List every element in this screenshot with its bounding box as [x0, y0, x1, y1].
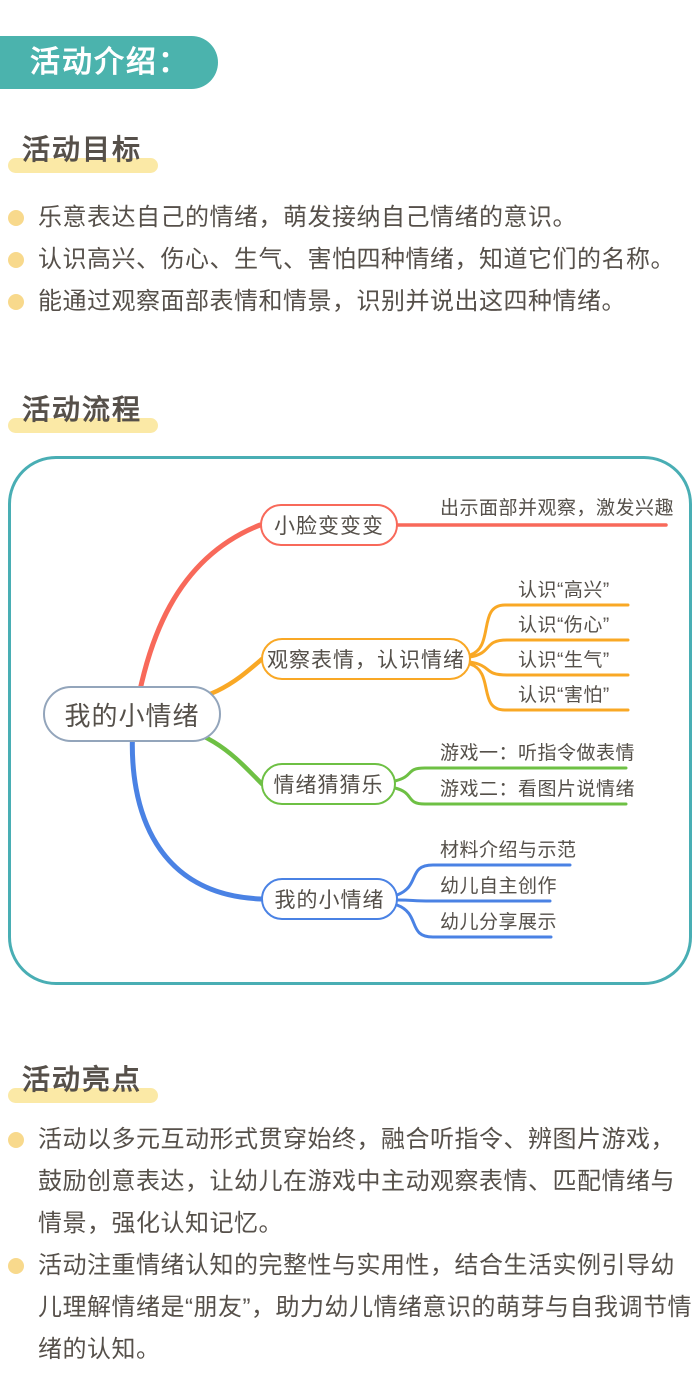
child-line — [395, 898, 552, 903]
mindmap-branch-node: 小脸变变变 — [260, 504, 398, 546]
list-item: 活动注重情绪认知的完整性与实用性，结合生活实例引导幼儿理解情绪是“朋友”，助力幼… — [8, 1245, 692, 1371]
highlights-heading-text: 活动亮点 — [22, 1064, 143, 1095]
flow-heading: 活动流程 — [8, 392, 158, 433]
bullet-dot-icon — [8, 1132, 24, 1148]
bullet-dot-icon — [8, 210, 24, 226]
mindmap-child-label: 认识“高兴” — [518, 580, 610, 601]
mindmap-child-label: 幼儿自主创作 — [440, 876, 558, 897]
goal-item-text: 乐意表达自己的情绪，萌发接纳自己情绪的意识。 — [38, 204, 577, 231]
heading-highlight — [8, 1088, 158, 1103]
goal-item-text: 认识高兴、伤心、生气、害怕四种情绪，知道它们的名称。 — [38, 246, 675, 273]
bullet-dot-icon — [8, 252, 24, 268]
highlight-item-text: 活动以多元互动形式贯穿始终，融合听指令、辨图片游戏，鼓励创意表达，让幼儿在游戏中… — [38, 1126, 675, 1237]
goals-heading: 活动目标 — [8, 132, 158, 173]
page-title-badge: 活动介绍： — [0, 36, 218, 89]
goal-item-text: 能通过观察面部表情和情景，识别并说出这四种情绪。 — [38, 288, 626, 315]
mindmap-branch-node: 情绪猜猜乐 — [261, 763, 396, 805]
mindmap-child-label: 出示面部并观察，激发兴趣 — [440, 498, 675, 519]
mindmap-child-label: 游戏一：听指令做表情 — [440, 743, 636, 764]
child-line — [395, 903, 553, 939]
mindmap-branch-node: 观察表情，认识情绪 — [261, 638, 471, 680]
child-line — [468, 662, 630, 712]
flow-heading-text: 活动流程 — [22, 394, 143, 425]
branch-line-blue — [129, 721, 264, 902]
child-line — [393, 766, 628, 783]
mindmap-frame: 我的小情绪 小脸变变变 观察表情，认识情绪 情绪猜猜乐 我的小情绪 出示面部并观… — [8, 456, 692, 985]
mindmap-child-label: 认识“害怕” — [518, 685, 610, 706]
child-line — [395, 863, 572, 897]
highlight-item-text: 活动注重情绪认知的完整性与实用性，结合生活实例引导幼儿理解情绪是“朋友”，助力幼… — [38, 1252, 692, 1363]
bullet-dot-icon — [8, 1258, 24, 1274]
child-line — [468, 638, 630, 659]
child-line — [393, 786, 628, 806]
heading-highlight — [8, 418, 158, 433]
child-line — [468, 603, 630, 657]
mindmap-child-label: 材料介绍与示范 — [440, 840, 577, 861]
mindmap-child-label: 游戏二：看图片说情绪 — [440, 779, 636, 800]
mindmap-child-label: 认识“伤心” — [518, 615, 610, 636]
goals-heading-text: 活动目标 — [22, 134, 143, 165]
bullet-dot-icon — [8, 294, 24, 310]
mindmap-child-label: 幼儿分享展示 — [440, 912, 558, 933]
goals-list: 乐意表达自己的情绪，萌发接纳自己情绪的意识。 认识高兴、伤心、生气、害怕四种情绪… — [8, 197, 692, 323]
heading-highlight — [8, 158, 158, 173]
list-item: 活动以多元互动形式贯穿始终，融合听指令、辨图片游戏，鼓励创意表达，让幼儿在游戏中… — [8, 1119, 692, 1245]
highlights-list: 活动以多元互动形式贯穿始终，融合听指令、辨图片游戏，鼓励创意表达，让幼儿在游戏中… — [8, 1119, 692, 1371]
list-item: 能通过观察面部表情和情景，识别并说出这四种情绪。 — [8, 281, 692, 323]
mindmap-child-label: 认识“生气” — [518, 650, 610, 671]
mindmap-branch-node: 我的小情绪 — [261, 878, 398, 920]
list-item: 乐意表达自己的情绪，萌发接纳自己情绪的意识。 — [8, 197, 692, 239]
highlights-heading: 活动亮点 — [8, 1062, 158, 1103]
child-line — [468, 660, 630, 677]
mindmap-root-node: 我的小情绪 — [43, 686, 221, 742]
list-item: 认识高兴、伤心、生气、害怕四种情绪，知道它们的名称。 — [8, 239, 692, 281]
